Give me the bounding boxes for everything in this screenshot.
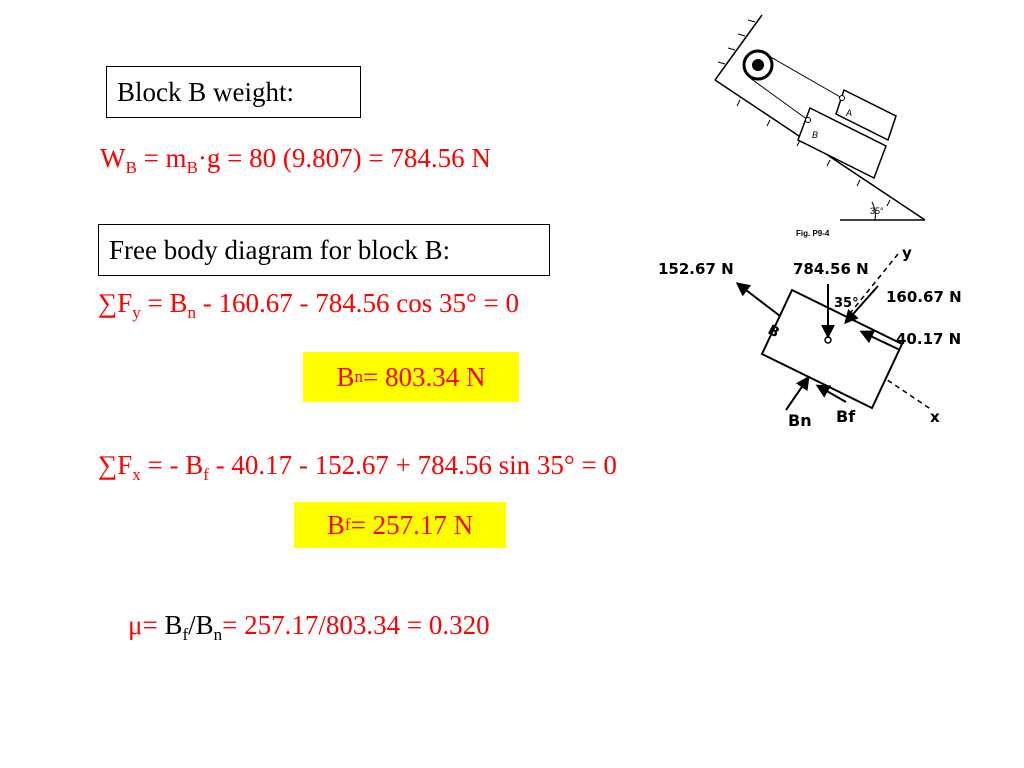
- block-b-label: B: [812, 130, 818, 140]
- force-label-784: 784.56 N: [793, 260, 869, 278]
- weight-equation: WB = mB·g = 80 (9.807) = 784.56 N: [100, 143, 491, 177]
- free-body-diagram: 152.67 N 784.56 N 160.67 N 40.17 N 35° y…: [658, 244, 962, 430]
- incline-angle-label: 35°: [870, 206, 884, 216]
- heading-free-body-diagram: Free body diagram for block B:: [98, 224, 550, 276]
- heading-block-weight: Block B weight:: [106, 66, 361, 118]
- fbd-angle-label: 35°: [834, 296, 859, 311]
- force-label-160: 160.67 N: [886, 288, 962, 306]
- y-axis-label: y: [902, 244, 912, 262]
- friction-coefficient-equation: μ= Bf/Bn= 257.17/803.34 = 0.320: [128, 610, 490, 644]
- incline-figure: 35° B A Fig. P9-4: [714, 14, 926, 238]
- sum-fx-equation: ∑Fx = - Bf - 40.17 - 152.67 + 784.56 sin…: [98, 450, 617, 484]
- force-label-40: 40.17 N: [896, 330, 961, 348]
- bf-label: Bf: [836, 407, 856, 426]
- sum-fy-equation: ∑Fy = Bn - 160.67 - 784.56 cos 35° = 0: [98, 288, 520, 322]
- heading-fbd-text: Free body diagram for block B:: [109, 234, 451, 265]
- force-label-152: 152.67 N: [658, 260, 734, 278]
- figure-caption: Fig. P9-4: [796, 229, 830, 238]
- block-a-label: A: [845, 108, 852, 118]
- x-axis-label: x: [930, 408, 940, 426]
- bn-label: Bn: [788, 411, 812, 430]
- heading-block-weight-text: Block B weight:: [117, 76, 294, 107]
